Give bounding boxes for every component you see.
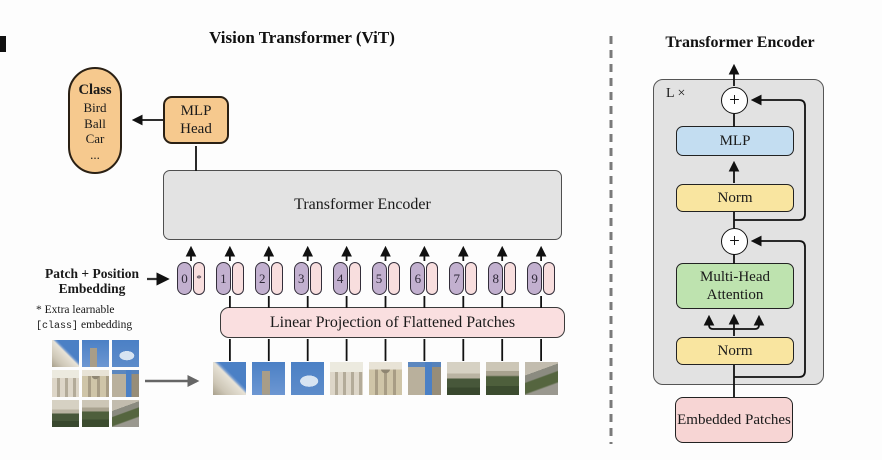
patch-embedding-slot — [309, 262, 322, 295]
page-title: Vision Transformer (ViT) — [209, 28, 395, 47]
norm-box-top: Norm — [676, 184, 794, 212]
image-patch — [330, 362, 364, 395]
embedded-patches-box: Embedded Patches — [675, 397, 793, 443]
patch-embedding-slot — [426, 262, 439, 295]
position-number: 5 — [371, 262, 387, 295]
encoder-detail-title: Transformer Encoder — [665, 34, 815, 51]
class-item: ... — [90, 147, 100, 163]
patch-embedding-slot — [465, 262, 478, 295]
embedding-token-7: 7 — [449, 262, 478, 295]
transformer-encoder-box: Transformer Encoder — [163, 170, 562, 240]
embedding-token-1: 1 — [215, 262, 244, 295]
class-output-pill: Class Bird Ball Car ... — [68, 67, 122, 174]
patch-grid — [52, 340, 139, 427]
multi-head-attention-box: Multi-Head Attention — [676, 263, 794, 309]
patch-embedding-slot — [504, 262, 517, 295]
source-image-cell — [52, 400, 79, 427]
patch-position-embedding-label: Patch + Position Embedding — [45, 266, 139, 297]
position-number: 6 — [410, 262, 426, 295]
embedding-token-6: 6 — [410, 262, 439, 295]
source-image-cell — [82, 400, 109, 427]
source-image-cell — [112, 340, 139, 367]
image-patch — [485, 362, 519, 395]
patch-embedding-slot: * — [193, 262, 205, 295]
norm-box-bottom: Norm — [676, 337, 794, 365]
position-number: 8 — [488, 262, 504, 295]
embedding-token-8: 8 — [488, 262, 517, 295]
class-item: Ball — [84, 115, 106, 131]
embedding-token-0: 0* — [177, 262, 205, 295]
patch-embedding-slot — [543, 262, 556, 295]
linear-projection-box: Linear Projection of Flattened Patches — [220, 307, 565, 338]
position-number: 4 — [332, 262, 348, 295]
position-number: 2 — [254, 262, 270, 295]
residual-add-icon: + — [721, 228, 748, 255]
class-token-footnote: * Extra learnable [class]embedding — [36, 303, 176, 333]
footnote-star-text: * Extra learnable — [36, 304, 115, 316]
image-patch — [252, 362, 286, 395]
position-number: 3 — [293, 262, 309, 295]
image-patch — [213, 362, 247, 395]
source-image-cell — [112, 370, 139, 397]
source-image-cell — [112, 400, 139, 427]
position-number: 7 — [449, 262, 465, 295]
class-item: Car — [85, 131, 105, 147]
embedding-token-4: 4 — [332, 262, 361, 295]
position-number: 0 — [177, 262, 192, 295]
mlp-head-box: MLP Head — [163, 96, 229, 144]
image-patch — [524, 362, 558, 395]
residual-add-icon: + — [721, 87, 748, 114]
position-number: 9 — [527, 262, 543, 295]
embedding-token-9: 9 — [527, 262, 556, 295]
footnote-class-code: [class] — [36, 320, 79, 332]
footnote-rest-text: embedding — [81, 318, 133, 331]
embedding-token-2: 2 — [254, 262, 283, 295]
mlp-box: MLP — [676, 126, 794, 156]
source-image-cell — [52, 340, 79, 367]
image-patch — [446, 362, 480, 395]
layer-count-label: L × — [666, 86, 686, 101]
image-patch — [291, 362, 325, 395]
embedding-token-3: 3 — [293, 262, 322, 295]
image-patch — [369, 362, 402, 395]
source-image-cell — [82, 340, 109, 367]
patch-embedding-slot — [387, 262, 400, 295]
class-item: Bird — [83, 99, 107, 115]
position-number: 1 — [215, 262, 231, 295]
class-heading: Class — [78, 82, 112, 98]
image-patch — [407, 362, 441, 395]
source-image-cell — [52, 370, 79, 397]
patch-embedding-slot — [348, 262, 361, 295]
patch-embedding-slot — [270, 262, 283, 295]
embedding-token-5: 5 — [371, 262, 400, 295]
source-image-cell — [82, 370, 109, 397]
patch-embedding-slot — [231, 262, 244, 295]
screen-edge-artifact — [0, 36, 6, 52]
